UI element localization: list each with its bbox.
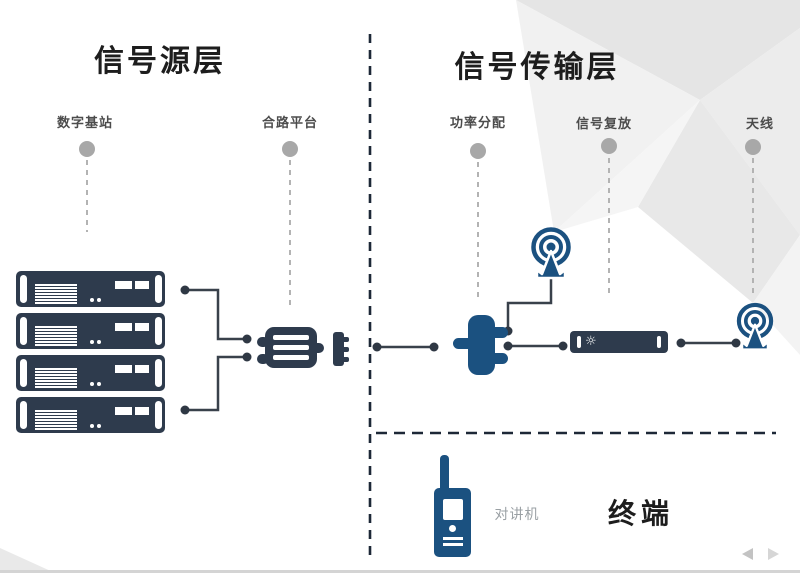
repeater-indicator-icon: ☼ <box>585 334 597 349</box>
combiner-stripe <box>273 335 309 340</box>
node-label-repeater: 信号复放 <box>575 117 633 132</box>
server-rack-icon <box>16 355 165 391</box>
rack-led <box>97 424 101 428</box>
rack-led <box>90 298 94 302</box>
repeater-panel-bar <box>657 336 661 348</box>
broadcast-antenna-icon <box>534 230 569 279</box>
rack-vent <box>35 326 77 346</box>
walkie-antenna <box>440 455 449 493</box>
rack-vent <box>35 284 77 304</box>
label-circle-markers <box>79 138 761 159</box>
rack-slot <box>135 323 149 331</box>
rack-led <box>97 340 101 344</box>
section-title-terminal: 终端 <box>607 497 675 530</box>
rack-slot <box>135 281 149 289</box>
rack-handle <box>155 317 162 345</box>
power-splitter-icon <box>468 315 495 375</box>
node-label-combiner: 合路平台 <box>261 116 319 131</box>
bottom-edge-decoration <box>0 548 800 573</box>
server-rack-icon <box>16 271 165 307</box>
repeater-panel-bar <box>577 336 581 348</box>
rack-led <box>97 298 101 302</box>
rack-handle <box>20 401 27 429</box>
rack-slot <box>115 365 132 373</box>
walkie-talkie-icon <box>434 455 471 557</box>
port-pin <box>342 347 349 352</box>
rack-handle <box>155 401 162 429</box>
server-rack-icon <box>16 397 165 433</box>
connector-wires <box>185 278 736 412</box>
combiner-device-icon <box>265 327 317 368</box>
rack-handle <box>20 275 27 303</box>
rack-vent <box>35 368 77 388</box>
rack-slot <box>115 407 132 415</box>
combiner-port <box>257 354 269 364</box>
rack-vent <box>35 410 77 430</box>
node-label-base-station: 数字基站 <box>56 116 114 131</box>
combiner-port <box>312 343 324 353</box>
repeater-box-icon: ☼ <box>570 331 668 353</box>
rack-slot <box>115 323 132 331</box>
rack-led <box>90 340 94 344</box>
output-port-bar-icon <box>333 332 349 366</box>
rack-handle <box>20 359 27 387</box>
walkie-speaker-line <box>443 543 463 546</box>
walkie-button <box>449 525 456 532</box>
section-title-signal-transmission: 信号传输层 <box>454 50 620 85</box>
section-title-signal-source: 信号源层 <box>94 44 226 79</box>
combiner-port <box>257 337 269 347</box>
splitter-port-left <box>453 338 479 349</box>
prev-arrow-button[interactable] <box>742 548 753 560</box>
label-leader-lines <box>86 158 754 308</box>
next-arrow-button[interactable] <box>768 548 779 560</box>
rack-slot <box>115 281 132 289</box>
corner-polygon-decoration <box>516 0 800 355</box>
node-label-walkie-talkie: 对讲机 <box>494 507 540 523</box>
broadcast-antenna-icon <box>739 305 771 350</box>
server-rack-icon <box>16 313 165 349</box>
rack-led <box>97 382 101 386</box>
rack-led <box>90 382 94 386</box>
port-pin <box>342 357 349 362</box>
combiner-stripe <box>273 345 309 350</box>
node-label-splitter: 功率分配 <box>449 116 507 131</box>
port-pin <box>342 337 349 342</box>
rack-slot <box>135 365 149 373</box>
walkie-screen <box>443 499 463 520</box>
rack-slot <box>135 407 149 415</box>
rack-handle <box>155 275 162 303</box>
rack-handle <box>20 317 27 345</box>
combiner-stripe <box>273 355 309 360</box>
rack-handle <box>155 359 162 387</box>
node-label-antenna: 天线 <box>745 117 775 132</box>
walkie-speaker-line <box>443 537 463 540</box>
rack-led <box>90 424 94 428</box>
